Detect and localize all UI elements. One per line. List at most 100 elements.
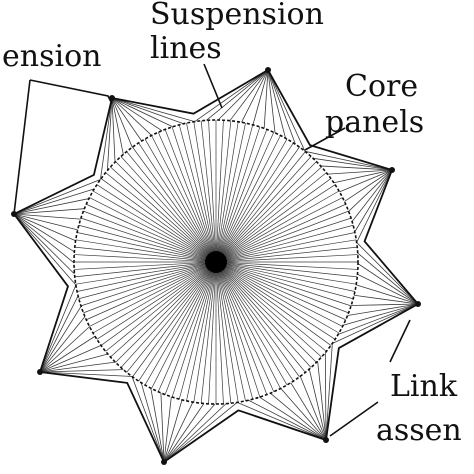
link-fan-line [248, 399, 327, 441]
suspension-line [217, 267, 268, 395]
tension-leader-line-lower [13, 79, 31, 215]
suspension-line [220, 166, 322, 259]
suspension-line [219, 156, 312, 258]
suspension-line [220, 265, 332, 346]
suspension-line [221, 262, 355, 292]
link-fan-line [356, 284, 419, 305]
link-label: Link [390, 369, 458, 404]
suspension-line [126, 151, 213, 258]
link-fan-line [317, 361, 327, 441]
suspension-line [110, 265, 212, 358]
suspension-line [220, 184, 336, 260]
suspension-line [221, 262, 357, 285]
link-fan-line [312, 157, 393, 171]
suspension-line [216, 267, 246, 401]
suspension-line [221, 190, 340, 260]
suspension-line [218, 267, 281, 389]
suspension-line [186, 123, 216, 257]
suspension-line [220, 178, 332, 259]
suspension-line [221, 232, 355, 262]
suspension-line [78, 263, 211, 300]
link-fan-line [351, 303, 419, 306]
link-fan-line [259, 396, 327, 441]
link-fan-line [13, 213, 78, 231]
suspension-line [74, 246, 211, 262]
link-fan-line [13, 213, 75, 275]
suspension-line [74, 261, 211, 270]
suspension-line [221, 263, 354, 300]
suspension-line [218, 267, 288, 386]
link-fan-line [140, 382, 165, 463]
suspension-line [221, 203, 346, 260]
suspension-line [200, 120, 216, 257]
suspension-line [216, 121, 239, 257]
suspension-line [218, 142, 294, 258]
link-fan-line [13, 213, 76, 242]
link-fan-line [357, 273, 419, 305]
link-fan-line [39, 335, 96, 373]
link-fan-line [111, 97, 173, 128]
link-fan-line [357, 263, 419, 305]
link-fan-line [299, 376, 327, 441]
suspension-line [89, 264, 211, 327]
star-canopy-outline [12, 68, 420, 464]
suspension-line [80, 217, 211, 261]
link-assembly-fans [11, 67, 421, 465]
suspension-line [218, 138, 288, 257]
link-fan-line [13, 213, 75, 253]
tension-label: ension [2, 39, 101, 74]
link-fan-line [111, 97, 116, 163]
link-fan-line [304, 150, 393, 171]
suspension-line [219, 266, 312, 368]
suspension-line [220, 265, 322, 358]
link-fan-line [111, 97, 124, 155]
suspension-line [216, 120, 232, 257]
suspension-line [74, 262, 211, 278]
suspension-line [208, 120, 217, 257]
link-fan-line [163, 401, 194, 463]
link-fan-line [13, 188, 95, 215]
suspension-line [221, 239, 357, 262]
suspension-line [89, 197, 211, 260]
suspension-line [105, 265, 212, 352]
link-fan-line [267, 69, 296, 145]
link-fan-line [229, 69, 269, 121]
suspension-line [80, 263, 211, 307]
suspension-leader-line [203, 63, 223, 109]
link-leader-line-upper [389, 319, 411, 363]
suspension-line [219, 146, 300, 258]
suspension-line [75, 262, 211, 285]
panels-label: panels [325, 105, 424, 140]
suspension-line [217, 267, 254, 400]
link-fan-line [163, 402, 238, 463]
suspension-line [171, 267, 215, 398]
suspension-line [218, 266, 294, 382]
link-fan-line [39, 295, 79, 373]
suspension-line [221, 263, 352, 307]
suspension-line [217, 129, 268, 257]
suspension-line [100, 265, 212, 346]
link-fan-line [290, 382, 327, 441]
center-hub [205, 251, 227, 273]
link-fan-line [160, 392, 165, 463]
suspension-line [217, 126, 261, 257]
suspension-line [96, 264, 212, 340]
suspension-line [77, 232, 211, 262]
link-fan-line [39, 371, 132, 377]
suspension-line [215, 120, 224, 257]
suspension-line [157, 267, 214, 392]
link-fan-line [356, 169, 393, 243]
suspension-line [115, 265, 213, 363]
suspension-line [221, 264, 343, 327]
link-fan-line [163, 403, 205, 463]
suspension-line [221, 197, 343, 260]
suspension-line [138, 142, 214, 258]
suspension-line [221, 264, 346, 321]
suspension-line [221, 224, 354, 261]
link-fan-line [351, 169, 393, 222]
suspension-line [100, 178, 212, 259]
link-fan-line [13, 179, 101, 215]
core-label: Core [345, 69, 418, 104]
link-fan-line [163, 396, 172, 463]
suspension-line [83, 263, 211, 314]
